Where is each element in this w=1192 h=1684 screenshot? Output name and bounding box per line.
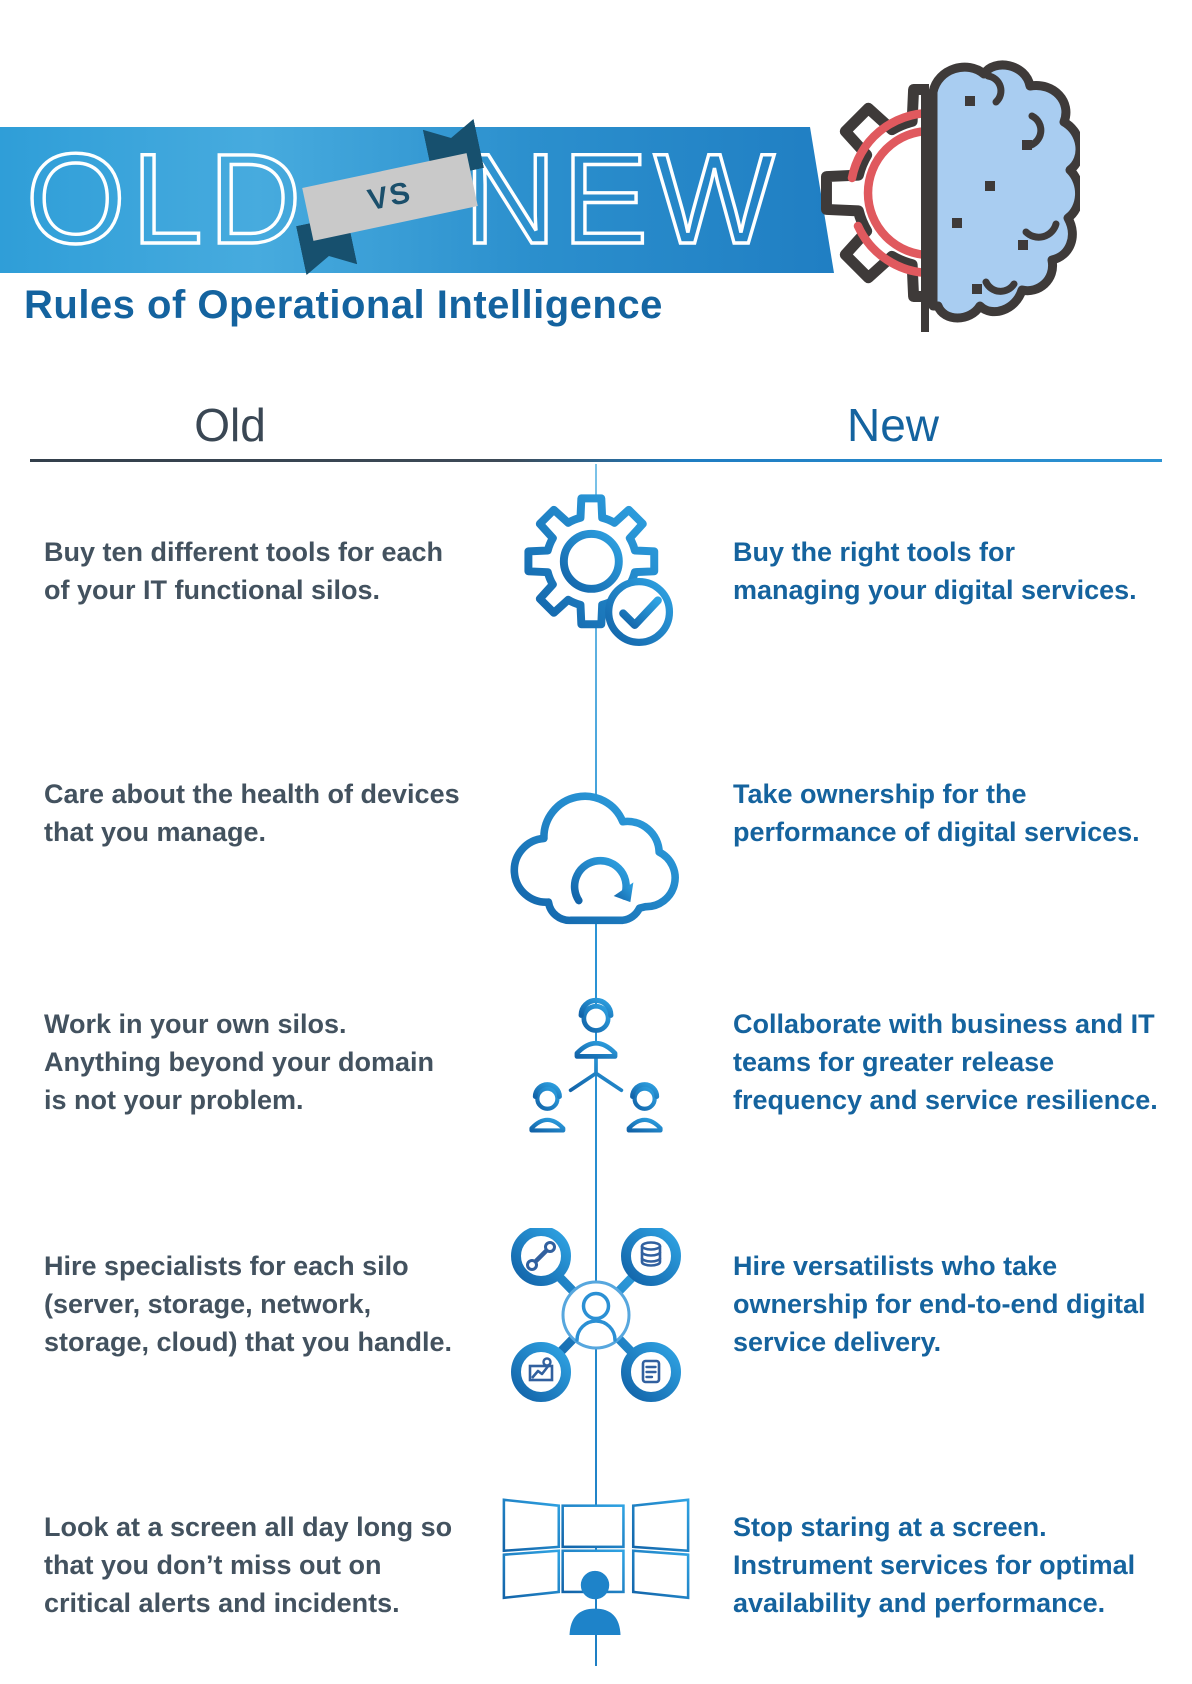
row-4-new-text: Hire versatilists who take ownership for… [733, 1251, 1146, 1357]
gear-check-icon [524, 494, 674, 646]
row-3-old-text: Work in your own silos. Anything beyond … [44, 1009, 434, 1115]
row-3-new-text: Collaborate with business and IT teams f… [733, 1009, 1158, 1115]
gear-brain-icon [820, 60, 1080, 332]
row-1-new-text: Buy the right tools for managing your di… [733, 537, 1137, 605]
row-5-new-text: Stop staring at a screen. Instrument ser… [733, 1512, 1136, 1618]
row-2-old-text: Care about the health of devices that yo… [44, 779, 460, 847]
monitor-wall-icon [502, 1498, 690, 1636]
versatilist-hub-icon [511, 1228, 681, 1402]
new-column-heading: New [846, 399, 940, 451]
page-title: Rules of Operational Intelligence [24, 283, 663, 327]
cloud-sync-icon [510, 792, 679, 925]
row-1-old-text: Buy ten different tools for each of your… [44, 537, 444, 605]
banner-new-word: NEW [462, 128, 781, 271]
old-column-heading: Old [194, 399, 266, 451]
vs-label: VS [302, 153, 478, 241]
column-divider-line [30, 459, 1162, 462]
team-collaboration-icon [529, 997, 663, 1133]
banner-old-word: OLD [24, 128, 308, 271]
row-2-new-text: Take ownership for the performance of di… [733, 779, 1140, 847]
row-4-old-text: Hire specialists for each silo (server, … [44, 1251, 453, 1357]
row-5-old-text: Look at a screen all day long so that yo… [44, 1512, 453, 1618]
